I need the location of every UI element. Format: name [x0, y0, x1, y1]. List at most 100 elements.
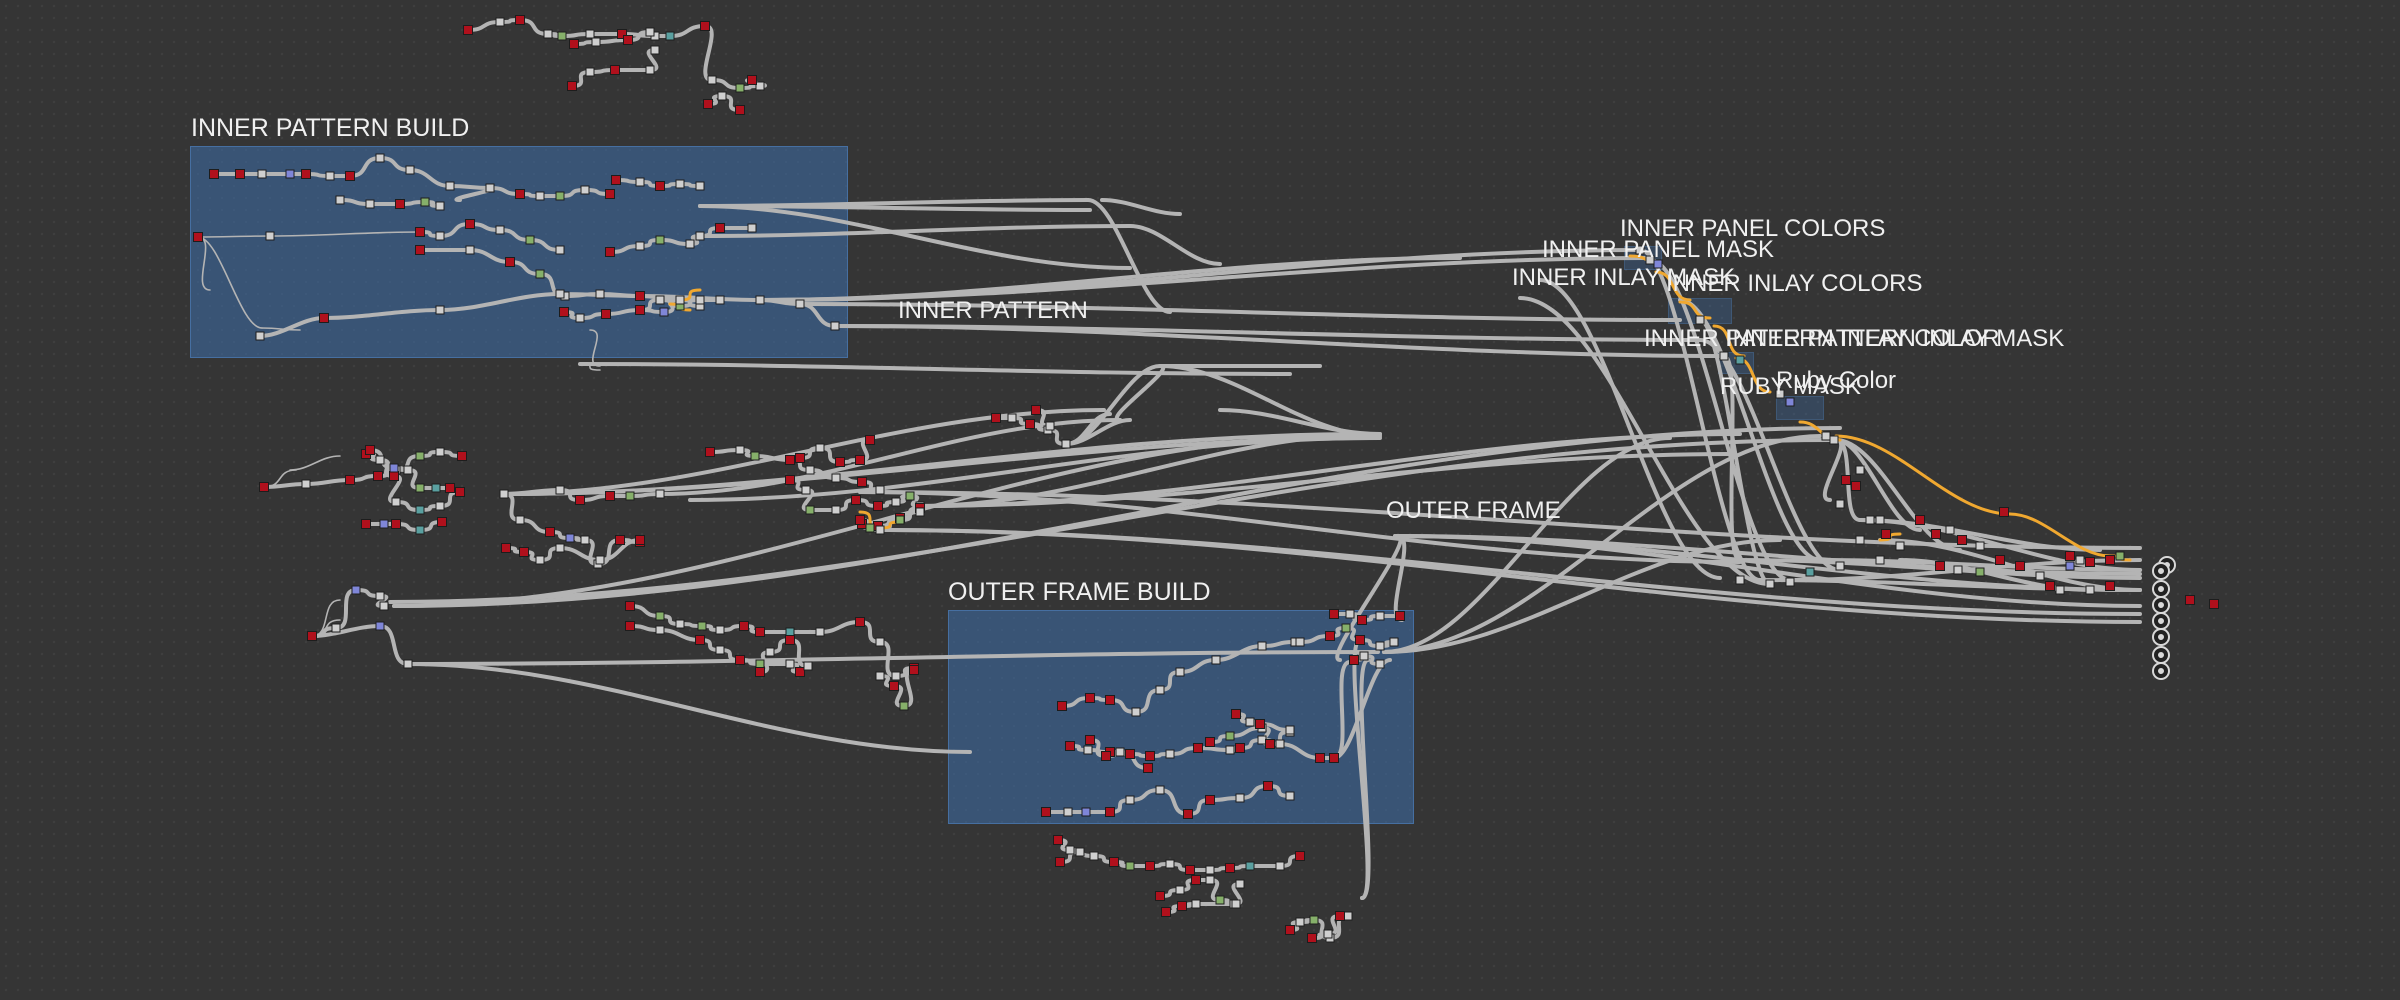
graph-node[interactable]: [519, 547, 529, 557]
node-link[interactable]: [1818, 558, 2142, 572]
graph-node[interactable]: [735, 655, 745, 665]
graph-node[interactable]: [830, 321, 840, 331]
graph-node[interactable]: [391, 519, 401, 529]
node-link[interactable]: [1228, 726, 1264, 738]
graph-node[interactable]: [703, 99, 713, 109]
graph-node[interactable]: [815, 627, 825, 637]
node-link[interactable]: [1086, 198, 1172, 314]
graph-node[interactable]: [865, 435, 875, 445]
graph-node[interactable]: [1175, 885, 1185, 895]
graph-node[interactable]: [319, 313, 329, 323]
graph-node[interactable]: [485, 183, 495, 193]
node-link[interactable]: [388, 438, 1832, 604]
graph-node[interactable]: [747, 223, 757, 233]
graph-node[interactable]: [675, 179, 685, 189]
graph-node[interactable]: [715, 625, 725, 635]
graph-node[interactable]: [2085, 557, 2095, 567]
graph-node[interactable]: [1375, 641, 1385, 651]
graph-node[interactable]: [1075, 847, 1085, 857]
graph-node[interactable]: [665, 31, 675, 41]
graph-node[interactable]: [1995, 555, 2005, 565]
graph-node[interactable]: [259, 482, 269, 492]
graph-node[interactable]: [375, 455, 385, 465]
graph-node[interactable]: [415, 227, 425, 237]
graph-node[interactable]: [2055, 585, 2065, 595]
graph-node[interactable]: [1349, 655, 1359, 665]
graph-node[interactable]: [575, 495, 585, 505]
graph-node[interactable]: [1085, 735, 1095, 745]
graph-node[interactable]: [1263, 781, 1273, 791]
graph-node[interactable]: [615, 535, 625, 545]
graph-node[interactable]: [735, 445, 745, 455]
node-link[interactable]: [1678, 298, 1822, 562]
graph-node[interactable]: [675, 295, 685, 305]
node-link[interactable]: [1359, 658, 1371, 900]
graph-node[interactable]: [465, 245, 475, 255]
graph-node[interactable]: [635, 177, 645, 187]
node-link[interactable]: [878, 528, 2142, 624]
node-link[interactable]: [1064, 418, 1132, 446]
graph-node[interactable]: [1875, 515, 1885, 525]
graph-node[interactable]: [1155, 785, 1165, 795]
graph-node[interactable]: [415, 451, 425, 461]
graph-node[interactable]: [1765, 579, 1775, 589]
graph-node[interactable]: [735, 83, 745, 93]
graph-node[interactable]: [2075, 555, 2085, 565]
node-link[interactable]: [289, 455, 341, 471]
graph-node[interactable]: [1131, 707, 1141, 717]
node-link[interactable]: [261, 327, 301, 331]
graph-node[interactable]: [1829, 435, 1839, 445]
graph-node[interactable]: [1063, 807, 1073, 817]
graph-node[interactable]: [795, 667, 805, 677]
node-link[interactable]: [1678, 300, 1712, 320]
graph-node[interactable]: [675, 619, 685, 629]
graph-node[interactable]: [555, 485, 565, 495]
graph-node[interactable]: [1045, 421, 1055, 431]
graph-node[interactable]: [1323, 929, 1333, 939]
node-link[interactable]: [1898, 558, 2092, 592]
graph-node[interactable]: [431, 483, 441, 493]
graph-node[interactable]: [2209, 599, 2219, 609]
graph-node[interactable]: [499, 489, 509, 499]
graph-node[interactable]: [435, 201, 445, 211]
graph-node[interactable]: [815, 443, 825, 453]
graph-node[interactable]: [755, 295, 765, 305]
node-link[interactable]: [1382, 538, 1782, 654]
graph-node[interactable]: [1105, 695, 1115, 705]
graph-node[interactable]: [873, 501, 883, 511]
node-link[interactable]: [334, 588, 358, 630]
node-link[interactable]: [758, 256, 1462, 302]
graph-node[interactable]: [1177, 901, 1187, 911]
graph-node[interactable]: [1653, 259, 1663, 269]
graph-node[interactable]: [389, 471, 399, 481]
graph-node[interactable]: [1835, 561, 1845, 571]
node-link[interactable]: [322, 308, 442, 320]
node-link[interactable]: [578, 362, 1292, 376]
graph-node[interactable]: [595, 555, 605, 565]
node-link[interactable]: [378, 624, 410, 666]
graph-node[interactable]: [831, 505, 841, 515]
graph-node[interactable]: [1193, 743, 1203, 753]
node-link[interactable]: [1114, 364, 1166, 422]
graph-node[interactable]: [909, 665, 919, 675]
graph-node[interactable]: [395, 199, 405, 209]
graph-node[interactable]: [1031, 405, 1041, 415]
node-link[interactable]: [668, 24, 707, 38]
graph-node[interactable]: [580, 535, 590, 545]
graph-node[interactable]: [2105, 555, 2115, 565]
graph-node[interactable]: [1915, 515, 1925, 525]
graph-node[interactable]: [415, 505, 425, 515]
graph-node[interactable]: [601, 309, 611, 319]
graph-node[interactable]: [635, 305, 645, 315]
graph-node[interactable]: [855, 515, 865, 525]
graph-node[interactable]: [785, 627, 795, 637]
node-link[interactable]: [304, 478, 352, 486]
graph-node[interactable]: [1389, 637, 1399, 647]
graph-node[interactable]: [585, 29, 595, 39]
graph-node[interactable]: [1155, 891, 1165, 901]
graph-node[interactable]: [1231, 899, 1241, 909]
graph-node[interactable]: [695, 295, 705, 305]
graph-node[interactable]: [891, 497, 901, 507]
graph-node[interactable]: [1735, 355, 1745, 365]
graph-node[interactable]: [465, 219, 475, 229]
